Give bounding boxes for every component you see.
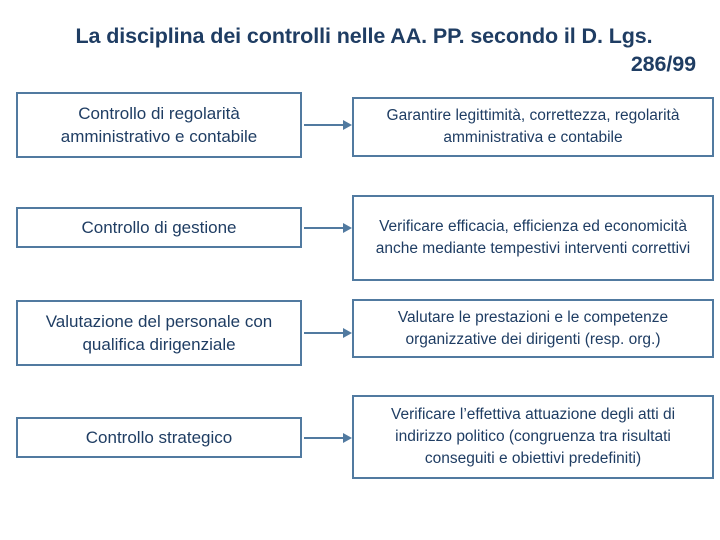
control-type-box[interactable]: Controllo di gestione — [16, 207, 302, 248]
control-type-label: Controllo di gestione — [81, 218, 237, 237]
control-type-box[interactable]: Controllo di regolarità amministrativo e… — [16, 92, 302, 158]
arrow-shaft — [304, 332, 344, 334]
arrow-head — [343, 328, 352, 338]
control-purpose-box[interactable]: Valutare le prestazioni e le competenze … — [352, 299, 714, 358]
control-purpose-box[interactable]: Verificare efficacia, efficienza ed econ… — [352, 195, 714, 281]
arrow-right-icon — [304, 327, 352, 339]
control-purpose-label: Garantire legittimità, correttezza, rego… — [386, 107, 680, 146]
arrow-shaft — [304, 124, 344, 126]
control-type-label: Controllo di regolarità amministrativo e… — [60, 104, 258, 146]
arrow-head — [343, 433, 352, 443]
arrow-shaft — [304, 437, 344, 439]
arrow-right-icon — [304, 119, 352, 131]
control-type-label: Controllo strategico — [85, 428, 233, 447]
page-title-line-1: La disciplina dei controlli nelle AA. PP… — [75, 24, 653, 48]
arrow-right-icon — [304, 432, 352, 444]
control-purpose-box[interactable]: Garantire legittimità, correttezza, rego… — [352, 97, 714, 157]
control-type-box[interactable]: Valutazione del personale con qualifica … — [16, 300, 302, 366]
control-purpose-label: Verificare l’effettiva attuazione degli … — [390, 406, 676, 467]
arrow-head — [343, 223, 352, 233]
control-type-label: Valutazione del personale con qualifica … — [45, 312, 273, 354]
page-title: La disciplina dei controlli nelle AA. PP… — [28, 22, 700, 78]
arrow-right-icon — [304, 222, 352, 234]
arrow-head — [343, 120, 352, 130]
control-purpose-box[interactable]: Verificare l’effettiva attuazione degli … — [352, 395, 714, 479]
page-title-line-2: 286/99 — [630, 52, 696, 76]
arrow-shaft — [304, 227, 344, 229]
control-purpose-label: Verificare efficacia, efficienza ed econ… — [375, 218, 691, 257]
control-type-box[interactable]: Controllo strategico — [16, 417, 302, 458]
control-purpose-label: Valutare le prestazioni e le competenze … — [397, 308, 669, 348]
